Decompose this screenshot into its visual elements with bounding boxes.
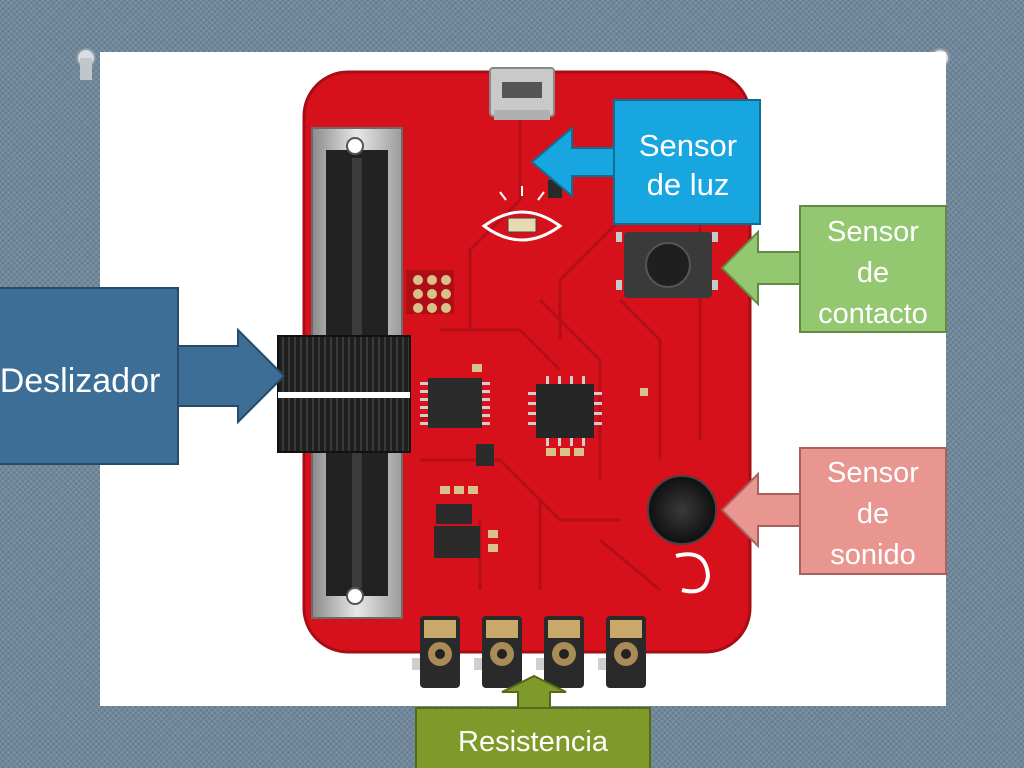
callout-touch-sensor-line-3: contacto [818,298,928,330]
callout-resistance: Resistencia [415,674,651,768]
push-button-component [616,232,718,298]
header-pins [406,270,454,314]
callout-sound-sensor-arrow [720,471,801,549]
callout-touch-sensor-arrow [720,229,801,307]
callout-light-sensor-box [613,99,761,225]
callout-light-sensor-line-2: de luz [647,167,730,202]
callout-slider-line-1: Deslizador [0,362,160,400]
microphone-component [647,475,717,594]
callout-sound-sensor-line-3: sonido [830,539,915,571]
callout-slider-box [0,287,179,465]
callout-touch-sensor-box [799,205,947,333]
callout-light-sensor-line-1: Sensor [639,128,737,163]
callout-light-sensor-arrow [530,125,615,199]
usb-connector [489,67,555,120]
callout-touch-sensor: Sensor de contacto [720,205,947,333]
callout-light-sensor: Sensor de luz [530,99,761,225]
slider-component [277,127,411,619]
callout-slider: Deslizador [0,287,286,465]
callout-touch-sensor-line-1: Sensor [827,216,919,248]
callout-sound-sensor-line-2: de [857,498,889,530]
callout-sound-sensor: Sensor de sonido [720,447,947,575]
callout-sound-sensor-line-1: Sensor [827,457,919,489]
callout-sound-sensor-box [799,447,947,575]
callout-slider-arrow [177,327,286,425]
callout-touch-sensor-line-2: de [857,257,889,289]
callout-resistance-arrow [501,674,567,709]
small-components [434,364,648,558]
callout-resistance-box [415,707,651,768]
chip-center [528,376,602,446]
chip-left [420,378,490,428]
callout-resistance-line-1: Resistencia [458,726,609,758]
input-jacks [412,616,646,688]
